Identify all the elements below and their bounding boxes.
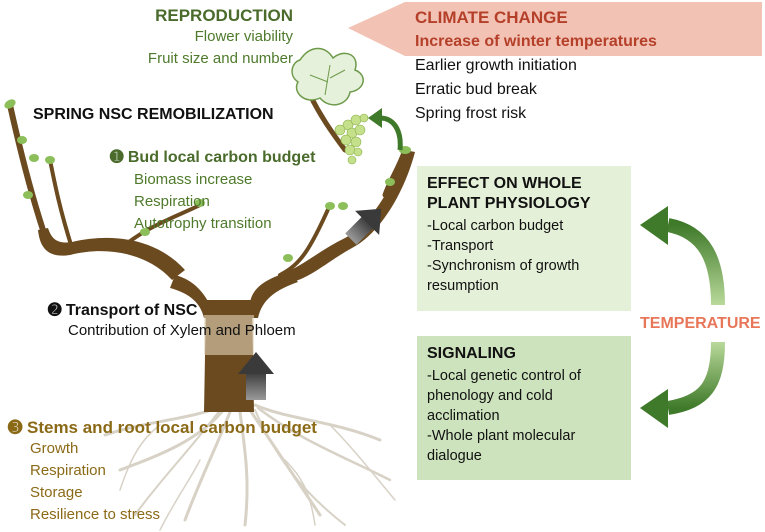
reproduction-arrow: [379, 115, 403, 151]
stems-title: Stems and root local carbon budget: [26, 418, 317, 437]
climate-title: CLIMATE CHANGE: [415, 8, 568, 27]
climate-item: Earlier growth initiation: [415, 57, 577, 74]
climate-item: Spring frost risk: [415, 105, 527, 122]
effect-item: -Local carbon budget: [427, 218, 564, 234]
trunk-overlay: [204, 315, 254, 355]
signaling-box: SIGNALING -Local genetic control of phen…: [417, 336, 631, 480]
climate-change-arrow: [348, 2, 762, 56]
signaling-item: phenology and cold: [427, 388, 553, 404]
transport-marker: ➋: [48, 302, 62, 319]
signaling-item: dialogue: [427, 448, 482, 464]
bud-block: ➊ Bud local carbon budget Biomass increa…: [110, 147, 315, 235]
reproduction-title: REPRODUCTION: [155, 6, 293, 25]
reproduction-item: Flower viability: [194, 28, 293, 45]
gray-arrow-lower: [238, 352, 274, 400]
climate-change-block: CLIMATE CHANGE Increase of winter temper…: [415, 6, 657, 126]
stems-item: Respiration: [30, 462, 106, 479]
reproduction-block: REPRODUCTION Flower viability Fruit size…: [100, 6, 293, 70]
signaling-item: -Whole plant molecular: [427, 428, 576, 444]
grape-shoot-icon: [291, 47, 369, 165]
bud-item: Autotrophy transition: [134, 215, 272, 232]
reproduction-arrow-head: [368, 108, 382, 128]
temperature-arrow-down-head: [640, 389, 668, 428]
effect-title-line: PLANT PHYSIOLOGY: [427, 195, 591, 212]
stems-item: Storage: [30, 484, 83, 501]
climate-subtitle: Increase of winter temperatures: [415, 33, 657, 50]
effect-item: -Synchronism of growth: [427, 258, 580, 274]
bud-item: Biomass increase: [134, 171, 253, 188]
transport-title: Transport of NSC: [65, 302, 198, 319]
reproduction-item: Fruit size and number: [147, 50, 293, 67]
gray-arrow-upper: [345, 208, 382, 245]
stems-item: Growth: [30, 440, 79, 457]
stems-block: ➌ Stems and root local carbon budget Gro…: [8, 418, 317, 526]
stems-item: Resilience to stress: [30, 506, 161, 523]
bud-item: Respiration: [134, 193, 210, 210]
transport-sub: Contribution of Xylem and Phloem: [68, 322, 296, 339]
temperature-arrow-up: [666, 218, 725, 306]
signaling-item: acclimation: [427, 408, 500, 424]
signaling-title: SIGNALING: [427, 345, 516, 362]
bud-marker: ➊: [110, 149, 124, 166]
buds: [4, 99, 411, 262]
temperature-arrow-down: [666, 341, 725, 415]
stems-marker: ➌: [8, 418, 23, 437]
transport-block: ➋ Transport of NSC Contribution of Xylem…: [48, 300, 296, 342]
effect-item: -Transport: [427, 238, 494, 254]
spring-nsc-title: SPRING NSC REMOBILIZATION: [33, 106, 274, 123]
bud-title: Bud local carbon budget: [127, 149, 316, 166]
effect-box: EFFECT ON WHOLE PLANT PHYSIOLOGY -Local …: [417, 166, 631, 311]
root-system: [103, 403, 396, 531]
temperature-arrow-up-head: [640, 206, 668, 245]
temperature-label: TEMPERATURE: [638, 315, 763, 333]
effect-item: resumption: [427, 278, 499, 294]
signaling-item: -Local genetic control of: [427, 368, 581, 384]
effect-title-line: EFFECT ON WHOLE: [427, 175, 582, 192]
climate-item: Erratic bud break: [415, 81, 537, 98]
